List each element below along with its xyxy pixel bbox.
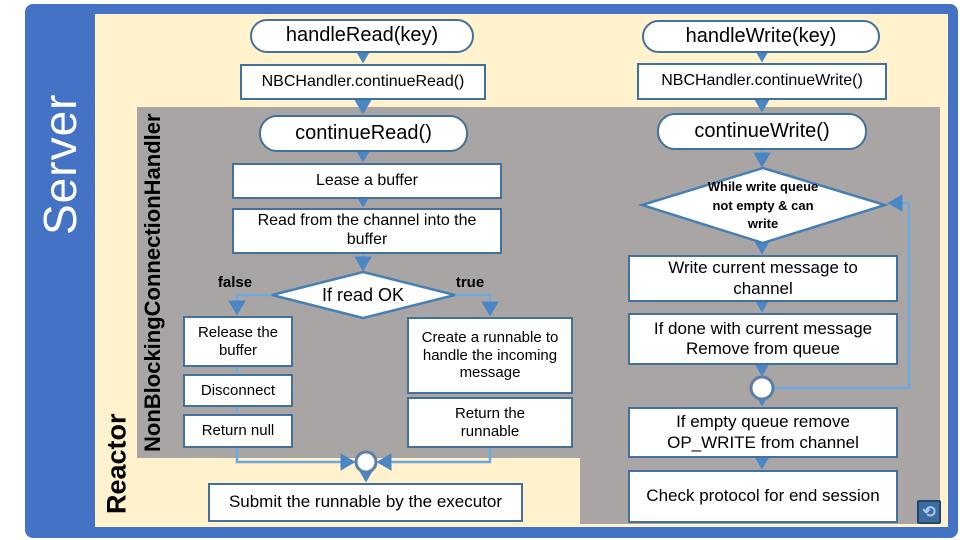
node-continue-write-call: NBCHandler.continueWrite() [637,63,887,100]
write-loop-label-text: While write queue not empty & can write [707,178,819,232]
node-release-buffer: Release the buffer [183,316,293,367]
node-write-message-text: Write current message to channel [668,258,858,298]
server-lane-label: Server [34,93,86,235]
node-return-runnable: Return the runnable [407,397,573,448]
false-branch-label: false [217,274,253,291]
write-loop-label: While write queue not empty & can write [683,175,843,237]
handler-lane-label: NonBlockingConnectionHandler [140,113,165,452]
node-continue-read-call: NBCHandler.continueRead() [240,64,486,100]
node-disconnect: Disconnect [183,374,293,407]
return-icon: ⟲ [922,504,936,521]
node-continue-read: continueRead() [259,115,468,152]
node-submit-runnable: Submit the runnable by the executor [208,483,523,522]
node-check-protocol: Check protocol for end session [628,470,898,523]
node-remove-op-write: If empty queue remove OP_WRITE from chan… [628,407,898,458]
node-return-null: Return null [183,414,293,448]
node-lease-buffer: Lease a buffer [232,163,502,199]
return-action-button[interactable]: ⟲ [917,500,941,524]
node-remove-op-write-text: If empty queue remove OP_WRITE from chan… [667,412,859,452]
node-read-channel: Read from the channel into the buffer [232,208,502,254]
node-remove-from-queue-text: If done with current message Remove from… [653,318,873,358]
reactor-lane-label: Reactor [101,413,132,515]
node-handle-write: handleWrite(key) [642,20,880,53]
node-create-runnable: Create a runnable to handle the incoming… [407,317,573,394]
true-branch-label: true [455,274,485,291]
node-remove-from-queue: If done with current message Remove from… [628,313,898,365]
node-return-runnable-text: Return the runnable [454,404,526,440]
read-decision-label: If read OK [321,284,405,305]
node-write-message: Write current message to channel [628,255,898,302]
node-handle-read: handleRead(key) [250,19,474,53]
node-create-runnable-text: Create a runnable to handle the incoming… [421,328,559,382]
node-continue-write: continueWrite() [657,113,867,150]
node-read-channel-text: Read from the channel into the buffer [257,212,477,248]
node-release-buffer-text: Release the buffer [197,323,279,359]
